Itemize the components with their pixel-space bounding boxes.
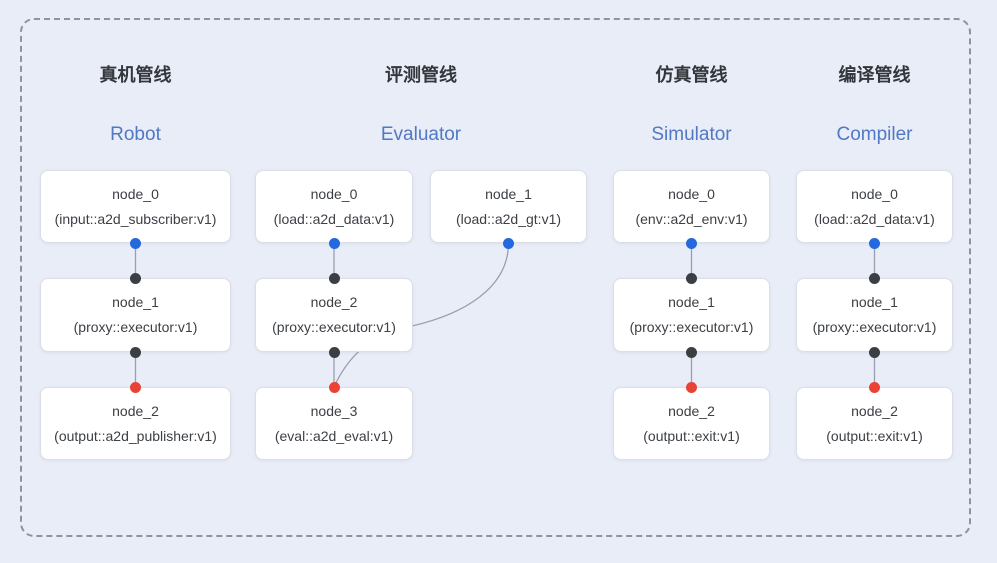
compiler-title-zh: 编译管线 <box>838 65 911 85</box>
robot-node-0: node_0 (input::a2d_subscriber:v1) <box>40 170 231 243</box>
node-type: (input::a2d_subscriber:v1) <box>54 210 217 227</box>
compiler-title-en: Compiler <box>836 124 913 145</box>
node-name: node_0 <box>668 185 715 202</box>
node-type: (load::a2d_data:v1) <box>273 210 395 227</box>
node-name: node_1 <box>485 185 532 202</box>
node-type: (env::a2d_env:v1) <box>635 210 748 227</box>
robot-title-zh: 真机管线 <box>99 65 172 85</box>
output-port <box>328 238 340 249</box>
node-type: (output::a2d_publisher:v1) <box>54 427 217 444</box>
node-type: (output::exit:v1) <box>826 427 923 444</box>
node-name: node_1 <box>851 294 898 310</box>
input-port <box>328 272 340 284</box>
simulator-node-1: node_1 (proxy::executor:v1) <box>613 278 770 352</box>
node-name: node_2 <box>310 294 358 310</box>
evaluator-node-2: node_2 (proxy::executor:v1) <box>255 278 413 352</box>
node-type: (eval::a2d_eval:v1) <box>274 427 394 444</box>
node-name: node_2 <box>668 402 715 419</box>
node-name: node_2 <box>112 402 159 419</box>
evaluator-title-en: Evaluator <box>380 124 462 145</box>
input-port <box>686 381 697 393</box>
input-port <box>869 381 880 393</box>
compiler-node-0: node_0 (load::a2d_data:v1) <box>796 170 953 243</box>
node-type: (proxy::executor:v1) <box>272 319 396 335</box>
input-port <box>869 272 880 284</box>
robot-node-2: node_2 (output::a2d_publisher:v1) <box>40 387 231 460</box>
output-port <box>869 346 880 358</box>
simulator-node-0: node_0 (env::a2d_env:v1) <box>613 170 770 243</box>
output-port <box>503 238 514 249</box>
input-port <box>130 381 141 393</box>
node-name: node_0 <box>112 185 159 202</box>
output-port <box>328 346 340 358</box>
diagram-frame <box>20 18 971 537</box>
node-type: (proxy::executor:v1) <box>629 319 754 335</box>
evaluator-node-1: node_1 (load::a2d_gt:v1) <box>430 170 587 243</box>
robot-title-en: Robot <box>110 124 161 145</box>
compiler-node-1: node_1 (proxy::executor:v1) <box>796 278 953 352</box>
output-port <box>869 238 880 249</box>
node-name: node_1 <box>668 294 715 310</box>
output-port <box>130 346 141 358</box>
simulator-node-2: node_2 (output::exit:v1) <box>613 387 770 460</box>
simulator-title-zh: 仿真管线 <box>655 65 728 85</box>
robot-node-1: node_1 (proxy::executor:v1) <box>40 278 231 352</box>
simulator-title-en: Simulator <box>651 124 732 145</box>
evaluator-title-zh: 评测管线 <box>385 65 457 85</box>
node-type: (proxy::executor:v1) <box>812 319 937 335</box>
evaluator-node-0: node_0 (load::a2d_data:v1) <box>255 170 413 243</box>
output-port <box>130 238 141 249</box>
output-port <box>686 238 697 249</box>
node-name: node_0 <box>310 185 358 202</box>
node-type: (load::a2d_data:v1) <box>814 210 935 227</box>
output-port <box>686 346 697 358</box>
input-port <box>686 272 697 284</box>
evaluator-node-3: node_3 (eval::a2d_eval:v1) <box>255 387 413 460</box>
node-type: (output::exit:v1) <box>643 427 740 444</box>
input-port <box>130 272 141 284</box>
node-name: node_2 <box>851 402 898 419</box>
node-name: node_0 <box>851 185 898 202</box>
compiler-node-2: node_2 (output::exit:v1) <box>796 387 953 460</box>
node-type: (proxy::executor:v1) <box>73 319 198 335</box>
node-type: (load::a2d_gt:v1) <box>455 210 562 227</box>
node-name: node_1 <box>112 294 159 310</box>
input-port <box>328 381 340 393</box>
node-name: node_3 <box>310 402 358 419</box>
